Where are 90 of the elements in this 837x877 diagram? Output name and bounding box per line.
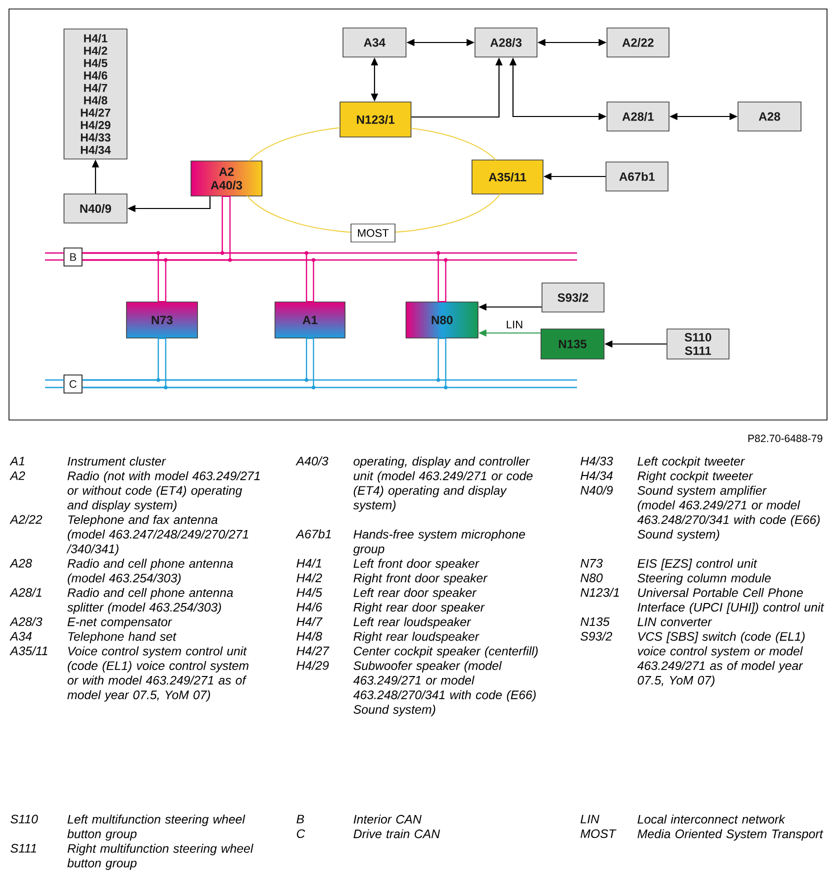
legend-description: Telephone hand set bbox=[68, 632, 177, 644]
legend-code: N80 bbox=[580, 574, 603, 582]
component-box: S110 S111 bbox=[666, 328, 730, 360]
legend-description: Local interconnect network bbox=[638, 814, 786, 824]
legend-code: B bbox=[296, 814, 304, 824]
legend-description: Center cockpit speaker (centerfill) bbox=[354, 646, 538, 658]
bus-label-box: B bbox=[64, 248, 82, 266]
component-box: A2/22 bbox=[606, 28, 670, 58]
legend-description: Right rear loudspeaker bbox=[354, 632, 480, 644]
figure-number: P82.70-6488-79 bbox=[748, 434, 822, 442]
legend-code: N40/9 bbox=[580, 486, 613, 495]
component-box: A28 bbox=[738, 102, 802, 132]
legend-code: H4/29 bbox=[296, 660, 329, 670]
legend-code: MOST bbox=[580, 829, 616, 838]
legend-code: S93/2 bbox=[580, 632, 612, 641]
component-box: N135 bbox=[540, 328, 604, 360]
legend-code: A28/3 bbox=[10, 617, 42, 626]
legend-description: Sound system amplifier (model 463.249/271 or model 463.248/270/341 with code (E66) Sound system) bbox=[637, 486, 820, 542]
legend-code: N123/1 bbox=[580, 588, 619, 597]
legend-code: A35/11 bbox=[10, 646, 48, 656]
legend-description: Subwoofer speaker (model 463.249/271 or model 463.248/270/341 with code (E66) Sound system) bbox=[353, 661, 536, 716]
legend-description: Drive train CAN bbox=[354, 829, 440, 838]
legend-code: H4/2 bbox=[296, 573, 322, 582]
legend-description: Radio and cell phone antenna splitter (model 463.254/303) bbox=[67, 588, 233, 614]
legend-description: VCS [SBS] switch (code (EL1) voice control system or model 463.249/271 as of model year 07.5, YoM 07) bbox=[637, 632, 805, 688]
legend-description: EIS [EZS] control unit bbox=[638, 558, 758, 570]
legend-description: Right rear door speaker bbox=[354, 602, 485, 614]
legend-description: Right front door speaker bbox=[354, 573, 488, 585]
legend-description: E-net compensator bbox=[68, 618, 172, 629]
legend-code: LIN bbox=[580, 814, 600, 824]
component-box: A35/11 bbox=[472, 160, 544, 194]
legend-description: Left cockpit tweeter bbox=[638, 456, 745, 468]
component-box: A2 A40/3 bbox=[190, 160, 262, 196]
legend-description: Interior CAN bbox=[354, 814, 422, 824]
legend-code: H4/34 bbox=[580, 471, 613, 480]
component-box: A28/1 bbox=[606, 102, 670, 132]
legend-description: Steering column module bbox=[638, 573, 771, 585]
legend-description: Left front door speaker bbox=[354, 558, 480, 570]
legend-description: Telephone and fax antenna (model 463.247/248/249/270/271 /340/341) bbox=[66, 515, 248, 556]
legend-code: A28/1 bbox=[10, 588, 42, 597]
legend-code: N73 bbox=[580, 558, 603, 568]
bus-line bbox=[82, 338, 446, 388]
legend-code: H4/1 bbox=[296, 558, 322, 568]
edge-label: LIN bbox=[504, 320, 524, 330]
component-box: N80 bbox=[406, 302, 478, 338]
component-box: A34 bbox=[342, 28, 406, 58]
legend-description: Universal Portable Cell Phone Interface (UPCI [UHI]) control unit bbox=[638, 588, 824, 614]
legend-description: Left rear loudspeaker bbox=[354, 617, 472, 629]
component-box: N123/1 bbox=[340, 102, 412, 138]
legend-description: Hands-free system microphone group bbox=[353, 530, 525, 556]
legend-description: Right multifunction steering wheel button group bbox=[67, 844, 254, 870]
legend-code: H4/33 bbox=[580, 456, 613, 466]
component-box: A1 bbox=[274, 302, 346, 338]
legend-code: A40/3 bbox=[296, 456, 328, 466]
ring-line bbox=[248, 127, 340, 162]
bus-line bbox=[82, 252, 446, 302]
bus-label-box: C bbox=[64, 374, 82, 394]
legend-code: N135 bbox=[580, 617, 610, 626]
legend-description: Right cockpit tweeter bbox=[638, 471, 754, 483]
legend-code: A67b1 bbox=[296, 529, 331, 538]
legend-code: S110 bbox=[10, 814, 38, 824]
legend-code: H4/27 bbox=[296, 646, 330, 656]
component-box: S93/2 bbox=[542, 282, 604, 312]
legend-description: LIN converter bbox=[638, 618, 712, 626]
legend-code: A1 bbox=[10, 456, 24, 466]
component-box: N40/9 bbox=[64, 194, 128, 224]
legend-code: A28 bbox=[10, 558, 32, 568]
component-box: A28/3 bbox=[474, 28, 538, 58]
legend-code: S111 bbox=[10, 844, 36, 853]
ring-line bbox=[410, 128, 496, 160]
component-box: H4/1 H4/2 H4/5 H4/6 H4/7 H4/8 H4/27 H4/29 H4/33 H4/34 bbox=[64, 28, 128, 160]
legend-code: H4/7 bbox=[296, 617, 323, 626]
legend-description: Radio (not with model 463.249/271 or without code (ET4) operating and display system) bbox=[67, 471, 260, 512]
legend-code: A34 bbox=[10, 632, 32, 641]
legend-code: A2/22 bbox=[10, 514, 42, 524]
legend-code: A2 bbox=[10, 471, 26, 480]
edge-label: MOST bbox=[350, 224, 396, 242]
legend-description: Left rear door speaker bbox=[354, 588, 477, 600]
legend-description: Media Oriented System Transport bbox=[638, 829, 824, 841]
legend-code: H4/8 bbox=[296, 632, 322, 641]
legend-description: operating, display and controller unit (model 463.249/271 or code (ET4) operating and display system) bbox=[353, 456, 533, 512]
legend-description: Left multifunction steering wheel button group bbox=[67, 814, 246, 841]
legend-description: Instrument cluster bbox=[68, 456, 166, 466]
legend-code: C bbox=[296, 829, 306, 838]
component-box: A67b1 bbox=[606, 162, 668, 192]
component-box: N73 bbox=[126, 302, 198, 338]
legend-description: Voice control system control unit (code (EL1) voice control system or with model 463.249/271 as of model year 07.5, YoM 07) bbox=[67, 646, 248, 702]
legend-code: H4/5 bbox=[296, 588, 322, 597]
legend-code: H4/6 bbox=[296, 602, 322, 612]
legend-description: Radio and cell phone antenna (model 463.254/303) bbox=[68, 558, 233, 585]
